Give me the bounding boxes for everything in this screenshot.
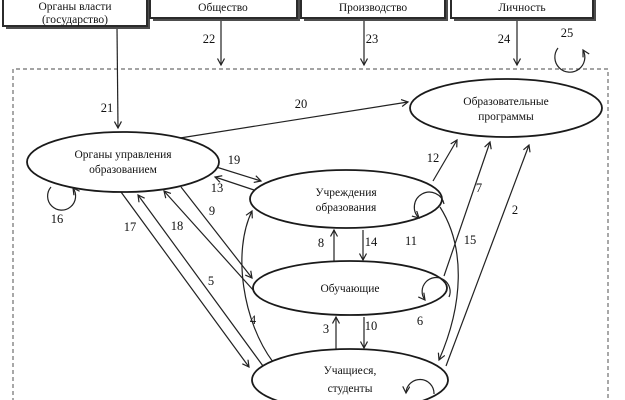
- node-institutions-label-line1: Учреждения: [315, 187, 377, 199]
- edge-label-4: 4: [250, 313, 257, 327]
- node-management-label-line1: Органы управления: [74, 149, 172, 161]
- edge-25-system-self-loop: [554, 47, 585, 73]
- node-programs-label-line1: Образовательные: [463, 96, 548, 108]
- node-institutions-ellipse: [249, 169, 443, 229]
- node-management-ellipse: [26, 131, 220, 193]
- edge-9-management-to-teachers: [180, 186, 252, 278]
- external-block-society: Общество: [149, 0, 300, 21]
- edge-5-teachers-to-management: [164, 191, 255, 292]
- edge-17-students-to-management: [138, 195, 264, 367]
- person-label: Личность: [498, 2, 545, 14]
- edge-label-5: 5: [208, 274, 214, 288]
- node-teachers-label: Обучающие: [320, 283, 379, 295]
- edge-label-14: 14: [365, 235, 378, 249]
- node-institutions-label-line2: образования: [316, 202, 377, 214]
- node-programs-label-line2: программы: [478, 111, 534, 123]
- authority-label-line1: Органы власти: [38, 1, 111, 13]
- edge-6-teachers-self-loop: [422, 276, 451, 300]
- edge-label-11: 11: [405, 234, 417, 248]
- edge-label-9: 9: [209, 204, 215, 218]
- node-students-label-line2: студенты: [328, 383, 373, 395]
- edge-16-management-self-loop: [47, 186, 76, 211]
- edge-label-18: 18: [171, 219, 184, 233]
- node-teachers-ellipse: [252, 260, 448, 316]
- edge-label-20: 20: [295, 97, 308, 111]
- edge-label-23: 23: [366, 32, 379, 46]
- edge-label-22: 22: [203, 32, 216, 46]
- society-box: [149, 0, 298, 19]
- edge-label-12: 12: [427, 151, 440, 165]
- system-boundary-dashed-border: [12, 68, 609, 400]
- edge-2-students-to-programs: [445, 145, 529, 367]
- person-box: [450, 0, 594, 19]
- edge-1-students-self-loop-clipped: [406, 378, 435, 394]
- edge-label-24: 24: [498, 32, 511, 46]
- edge-label-15: 15: [464, 233, 477, 247]
- node-programs-ellipse: [409, 78, 603, 138]
- edge-label-17: 17: [124, 220, 137, 234]
- external-block-production: Производство: [300, 0, 448, 21]
- external-block-authority: Органы власти (государство): [2, 0, 150, 29]
- edge-label-7: 7: [476, 181, 482, 195]
- node-students-ellipse: [251, 348, 449, 400]
- node-students-label-line1: Учащиеся,: [324, 365, 377, 377]
- edge-12-institutions-to-programs: [432, 140, 457, 182]
- edge-label-13: 13: [211, 181, 224, 195]
- edge-label-25: 25: [561, 26, 574, 40]
- edge-15-institutions-to-students-arc: [439, 206, 459, 360]
- node-management-label-line2: образованием: [89, 164, 157, 176]
- edge-label-3: 3: [323, 322, 329, 336]
- edge-13-institutions-to-management: [215, 177, 255, 191]
- edge-label-6: 6: [417, 314, 423, 328]
- production-box: [300, 0, 446, 19]
- edge-label-21: 21: [101, 101, 114, 115]
- edge-label-19: 19: [228, 153, 241, 167]
- edge-label-16: 16: [51, 212, 64, 226]
- production-label: Производство: [339, 2, 408, 14]
- authority-label-line2: (государство): [42, 14, 108, 26]
- authority-box: [2, 0, 148, 27]
- edge-label-10: 10: [365, 319, 378, 333]
- society-label: Общество: [198, 2, 248, 14]
- edge-19-management-to-institutions: [212, 165, 261, 181]
- edge-18-management-to-students: [120, 191, 249, 367]
- edge-label-2: 2: [512, 203, 518, 217]
- external-block-person: Личность: [450, 0, 596, 21]
- edge-21-authority-to-management: [117, 26, 118, 128]
- edge-20-management-to-programs: [179, 102, 408, 139]
- edge-4-students-to-institutions-arc: [241, 211, 274, 363]
- edge-11-institutions-self-loop: [414, 191, 445, 218]
- edge-label-8: 8: [318, 236, 324, 250]
- edge-7-teachers-to-programs: [443, 142, 490, 277]
